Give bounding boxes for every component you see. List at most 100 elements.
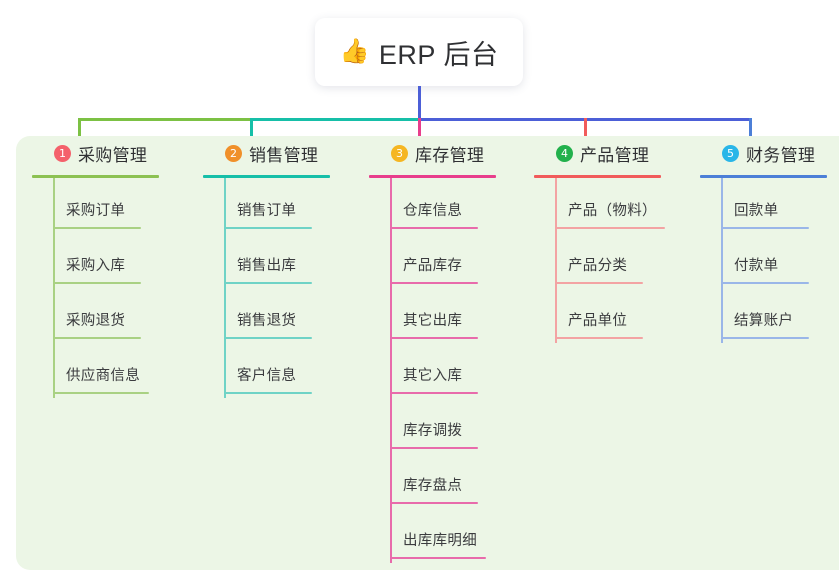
list-item-rule: [721, 337, 809, 339]
root-node[interactable]: 👍 ERP 后台: [315, 18, 523, 86]
branch-header-1[interactable]: 1 采购管理: [32, 140, 195, 166]
list-item[interactable]: 库存盘点: [390, 453, 532, 508]
branch-rule-4: [534, 175, 661, 178]
list-item-label: 付款单: [734, 258, 779, 274]
branch-rule-2: [203, 175, 330, 178]
list-item-label: 采购退货: [66, 313, 126, 329]
diagram-panel: [16, 136, 839, 570]
branch-header-4[interactable]: 4 产品管理: [534, 140, 697, 166]
root-node-label: ERP 后台: [378, 39, 499, 70]
branch-column-5[interactable]: 5 财务管理 回款单 付款单 结算账户: [700, 140, 839, 343]
list-item-label: 其它出库: [403, 313, 463, 329]
branch-header-2[interactable]: 2 销售管理: [203, 140, 366, 166]
branch-header-5[interactable]: 5 财务管理: [700, 140, 839, 166]
branch-title-4: 产品管理: [580, 145, 650, 165]
list-item[interactable]: 采购订单: [53, 178, 195, 233]
list-item-rule: [224, 337, 312, 339]
list-item[interactable]: 销售出库: [224, 233, 366, 288]
list-item[interactable]: 供应商信息: [53, 343, 195, 398]
list-item[interactable]: 仓库信息: [390, 178, 532, 233]
list-item[interactable]: 出库库明细: [390, 508, 532, 563]
list-item-label: 出库库明细: [403, 533, 477, 549]
list-item[interactable]: 采购退货: [53, 288, 195, 343]
connector-trunk: [418, 86, 421, 120]
list-item-label: 仓库信息: [403, 203, 463, 219]
list-item-label: 库存盘点: [403, 478, 463, 494]
branch-badge-3: 3: [391, 144, 408, 162]
list-item-rule: [390, 392, 478, 394]
list-item-label: 回款单: [734, 203, 779, 219]
branch-badge-4: 4: [556, 144, 573, 162]
branch-badge-2: 2: [225, 144, 242, 162]
list-item[interactable]: 库存调拨: [390, 398, 532, 453]
list-item-rule: [555, 227, 665, 229]
connector-bus-segment-green: [78, 118, 252, 121]
branch-rule-3: [369, 175, 496, 178]
list-item-rule: [721, 227, 809, 229]
branch-column-2[interactable]: 2 销售管理 销售订单 销售出库 销售退货 客户信息: [203, 140, 366, 398]
list-item-label: 产品库存: [403, 258, 463, 274]
list-item-rule: [390, 227, 478, 229]
branch-spine-2: [224, 178, 226, 398]
list-item-label: 产品单位: [568, 313, 628, 329]
list-item-rule: [224, 282, 312, 284]
branch-title-3: 库存管理: [415, 145, 485, 165]
list-item-label: 销售退货: [237, 313, 297, 329]
list-item-label: 销售订单: [237, 203, 297, 219]
branch-items-2: 销售订单 销售出库 销售退货 客户信息: [203, 178, 366, 398]
list-item[interactable]: 结算账户: [721, 288, 839, 343]
list-item-rule: [224, 392, 312, 394]
list-item-label: 产品分类: [568, 258, 628, 274]
branch-title-5: 财务管理: [746, 145, 816, 165]
list-item[interactable]: 产品单位: [555, 288, 697, 343]
branch-title-1: 采购管理: [78, 145, 148, 165]
branch-column-1[interactable]: 1 采购管理 采购订单 采购入库 采购退货 供应商信息: [32, 140, 195, 398]
list-item-label: 供应商信息: [66, 368, 140, 384]
branch-column-3[interactable]: 3 库存管理 仓库信息 产品库存 其它出库 其它入库 库存调拨: [369, 140, 532, 563]
list-item[interactable]: 产品分类: [555, 233, 697, 288]
list-item-rule: [721, 282, 809, 284]
list-item-rule: [555, 337, 643, 339]
list-item[interactable]: 付款单: [721, 233, 839, 288]
list-item-rule: [390, 337, 478, 339]
list-item-label: 产品（物料）: [568, 203, 657, 219]
list-item-rule: [53, 227, 141, 229]
branch-title-2: 销售管理: [249, 145, 319, 165]
list-item-rule: [224, 227, 312, 229]
list-item-label: 采购入库: [66, 258, 126, 274]
list-item[interactable]: 采购入库: [53, 233, 195, 288]
branch-items-1: 采购订单 采购入库 采购退货 供应商信息: [32, 178, 195, 398]
list-item-rule: [53, 337, 141, 339]
branch-items-4: 产品（物料） 产品分类 产品单位: [534, 178, 697, 343]
branch-rule-5: [700, 175, 827, 178]
branch-header-3[interactable]: 3 库存管理: [369, 140, 532, 166]
list-item-label: 库存调拨: [403, 423, 463, 439]
branch-spine-1: [53, 178, 55, 398]
list-item[interactable]: 销售订单: [224, 178, 366, 233]
branch-items-3: 仓库信息 产品库存 其它出库 其它入库 库存调拨 库存盘点: [369, 178, 532, 563]
list-item-rule: [555, 282, 643, 284]
list-item-rule: [53, 282, 141, 284]
list-item-rule: [53, 392, 149, 394]
list-item[interactable]: 客户信息: [224, 343, 366, 398]
root-node-label-wrap: 👍 ERP 后台: [340, 33, 499, 72]
branch-spine-4: [555, 178, 557, 343]
list-item-rule: [390, 557, 486, 559]
list-item[interactable]: 产品库存: [390, 233, 532, 288]
list-item-label: 采购订单: [66, 203, 126, 219]
branch-rule-1: [32, 175, 159, 178]
list-item[interactable]: 其它出库: [390, 288, 532, 343]
list-item[interactable]: 回款单: [721, 178, 839, 233]
branch-column-4[interactable]: 4 产品管理 产品（物料） 产品分类 产品单位: [534, 140, 697, 343]
list-item[interactable]: 产品（物料）: [555, 178, 697, 233]
list-item[interactable]: 销售退货: [224, 288, 366, 343]
branch-items-5: 回款单 付款单 结算账户: [700, 178, 839, 343]
list-item-rule: [390, 502, 478, 504]
list-item-label: 销售出库: [237, 258, 297, 274]
branch-badge-1: 1: [54, 144, 71, 162]
branch-spine-3: [390, 178, 392, 563]
list-item-label: 客户信息: [237, 368, 297, 384]
list-item-rule: [390, 282, 478, 284]
list-item[interactable]: 其它入库: [390, 343, 532, 398]
list-item-rule: [390, 447, 478, 449]
